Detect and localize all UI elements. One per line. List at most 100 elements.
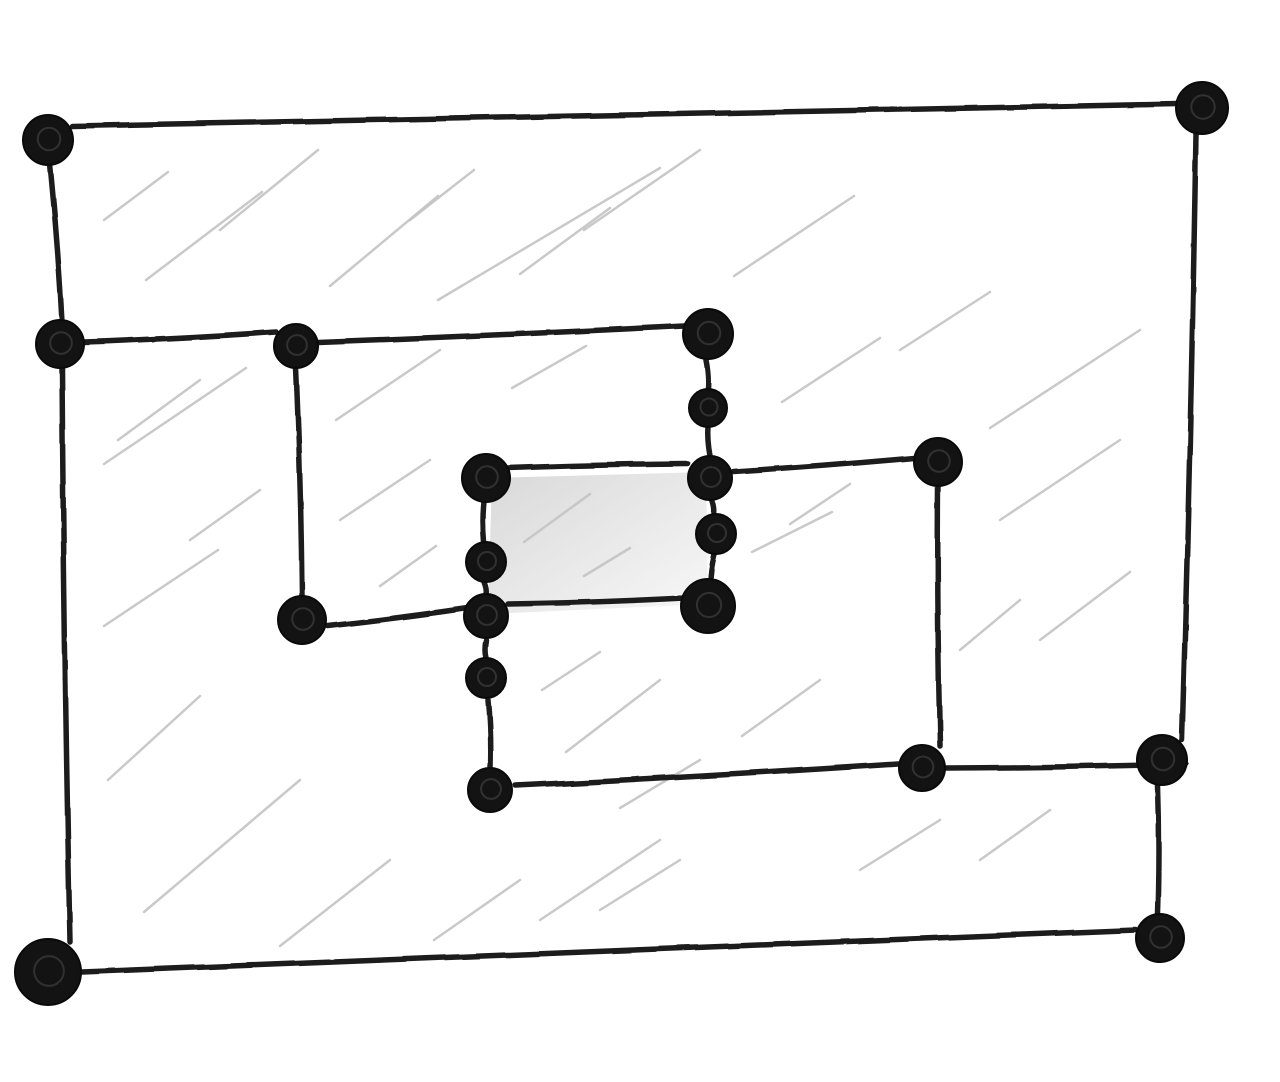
hatch-stroke [144,190,264,282]
graph-node [680,578,736,634]
graph-node-swirl [927,449,951,473]
graph-node [898,744,946,792]
graph-node-dot [35,319,85,369]
graph-edge [81,329,279,345]
hatch-stroke [780,336,882,404]
graph-edge [59,365,73,945]
graph-node [461,453,511,503]
hatch-stroke [116,378,202,442]
graph-node-swirl [36,126,62,152]
graph-edge [703,357,711,391]
graph-edge [1155,783,1162,917]
graph-node [1135,913,1185,963]
shaded-region [488,472,708,614]
graph-node [277,595,327,645]
hatch-stroke [338,458,432,522]
hatch-stroke [858,818,942,872]
graph-node-dot [695,513,737,555]
graph-node-dot [467,767,513,813]
graph-node-swirl [696,320,722,346]
hatch-stroke [750,510,834,554]
graph-node [465,657,507,699]
hatch-stroke [518,206,612,276]
hatch-stroke [522,492,592,544]
graph-node [467,767,513,813]
graph-node [1136,734,1188,786]
graph-edge [325,605,471,629]
hatch-stroke [582,546,632,578]
hatch-stroke [540,650,602,692]
graph-node-dot [463,593,509,639]
hatch-stroke [102,366,248,466]
graph-nodes [14,81,1229,1006]
graph-node-swirl [480,778,502,800]
graph-edge [513,761,901,789]
graph-node-dot [682,308,734,360]
graph-edge [315,323,687,345]
graph-edge [69,101,1181,129]
graph-node [913,437,963,487]
graph-edge [47,161,65,325]
graph-node-swirl [291,607,315,631]
graph-node [14,938,82,1006]
graph-node [695,513,737,555]
graph-edge [79,927,1139,975]
graph-node [1175,81,1229,135]
graph-node-dot [273,323,319,369]
hatch-stroke [582,148,702,232]
graph-node [463,593,509,639]
hatch-stroke [788,482,852,526]
hatch-stroke [188,488,262,542]
graph-node-swirl [286,334,308,356]
graph-node-dot [465,657,507,699]
graph-node-dot [913,437,963,487]
graph-node-swirl [695,591,723,619]
hatch-stroke [436,166,662,302]
graph-node [687,455,733,501]
graph-edge [481,579,489,597]
graph-node [22,114,74,166]
graph-node-swirl [33,955,65,987]
graph-node-dot [1136,734,1188,786]
graph-edge [293,365,305,599]
hatch-stroke [102,548,220,628]
hatch-stroke [740,678,822,738]
graph-node-swirl [911,755,935,779]
graph-node-swirl [49,331,73,355]
graph-edge [485,697,493,771]
graph-node-swirl [1190,94,1216,120]
hatch-stroke [106,694,202,782]
hatch-stroke [432,878,522,942]
graph-edge [705,423,713,459]
graph-node-swirl [700,466,722,488]
graph-node-dot [687,455,733,501]
graph-node-dot [465,541,507,583]
hatch-stroke [732,194,856,278]
graph-node-dot [1135,913,1185,963]
hatch-stroke [998,438,1122,522]
graph-node-swirl [1150,746,1176,772]
hatch-stroke [102,170,170,222]
graph-node-dot [1175,81,1229,135]
graph-node-swirl [699,397,719,417]
hatch-stroke [598,858,682,912]
graph-node [273,323,319,369]
hatch-stroke [958,598,1022,652]
hatch-stroke [510,344,588,390]
hatch-stroke [142,778,302,914]
graph-edge [731,455,917,475]
graph-node-swirl [1149,925,1173,949]
graph-edge [505,461,691,471]
graph-node-swirl [707,523,727,543]
hatch-stroke [988,328,1142,430]
hatch-stroke [378,544,438,588]
hatch-stroke [898,290,992,352]
graph-node [35,319,85,369]
hatch-stroke [1038,570,1132,642]
graph-node-dot [277,595,327,645]
graph-edge [709,497,717,517]
graph-node-swirl [477,551,497,571]
graph-node [465,541,507,583]
hatch-stroke [978,808,1052,862]
graph-edges [47,101,1199,975]
